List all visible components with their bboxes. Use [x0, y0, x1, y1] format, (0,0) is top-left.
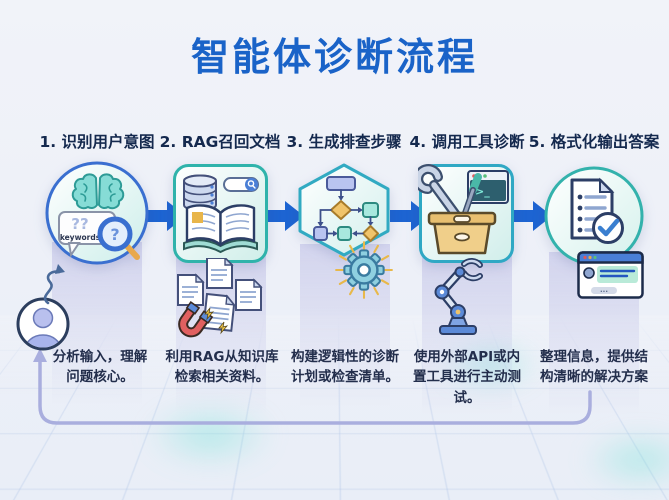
step-description-1: 分析输入，理解 问题核心。 — [52, 349, 148, 386]
page-title: 智能体诊断流程 — [190, 35, 478, 79]
document-icon — [202, 292, 236, 332]
magnifier-icon: ? — [97, 216, 140, 260]
user-avatar — [16, 297, 70, 351]
rag-knowledge-base-icon — [173, 164, 268, 263]
formatted-answer-icon — [544, 166, 644, 266]
robot-arm-icon — [434, 258, 483, 335]
step-description-3: 构建逻辑性的诊断 计划或检查清单。 — [291, 349, 399, 386]
chat-window-icon: ... — [577, 251, 644, 299]
svg-text:...: ... — [600, 286, 608, 294]
step-label-1: 1. 识别用户意图 — [39, 133, 155, 151]
spark-icon — [204, 307, 215, 321]
arrow-step4-step5 — [512, 201, 552, 231]
toolbox-icon — [427, 211, 497, 255]
document-icon — [206, 258, 234, 289]
step-label-5: 5. 格式化输出答案 — [528, 133, 660, 151]
flowchart-icon — [313, 176, 379, 242]
screwdriver-icon — [462, 173, 482, 216]
svg-text:>_: >_ — [475, 185, 490, 198]
magnet-icon — [178, 301, 214, 338]
chat-bubble — [597, 266, 638, 283]
svg-text:??: ?? — [71, 215, 88, 233]
squiggle-arrow-icon — [43, 264, 65, 305]
wrench-icon — [418, 164, 461, 220]
avatar-head — [32, 307, 54, 329]
flowchart-hexagon-icon — [298, 163, 390, 257]
step-label-3: 3. 生成排查步骤 — [286, 133, 402, 151]
arrow-step2-step3 — [264, 201, 304, 231]
document-icon — [235, 278, 263, 311]
magnet-documents-icon — [177, 258, 263, 338]
gear-rays — [335, 241, 393, 299]
database-icon — [183, 174, 217, 212]
step-description-5: 整理信息，提供结 构清晰的解决方案 — [540, 349, 648, 386]
step-label-2: 2. RAG召回文档 — [159, 133, 281, 151]
svg-text:keywords: keywords — [60, 233, 101, 242]
document-icon — [177, 273, 205, 306]
open-book-icon — [183, 204, 258, 254]
spark-icon — [218, 321, 229, 335]
step-description-4: 使用外部API或内 置工具进行主动测 试。 — [413, 349, 521, 406]
step-label-4: 4. 调用工具诊断 — [409, 133, 525, 151]
step-description-2: 利用RAG从知识库 检索相关资料。 — [165, 349, 279, 386]
brain-icon — [71, 173, 125, 210]
toolbox-terminal-icon: >_ — [418, 164, 514, 263]
brain-keyword-search-icon: ?? keywords ? — [45, 161, 149, 265]
gear-icon — [335, 241, 393, 299]
checkmark-icon — [592, 212, 624, 244]
search-bar-icon — [223, 177, 259, 192]
chat-avatar-icon — [583, 267, 595, 279]
svg-text:?: ? — [110, 225, 119, 244]
reflection-column — [422, 252, 512, 437]
